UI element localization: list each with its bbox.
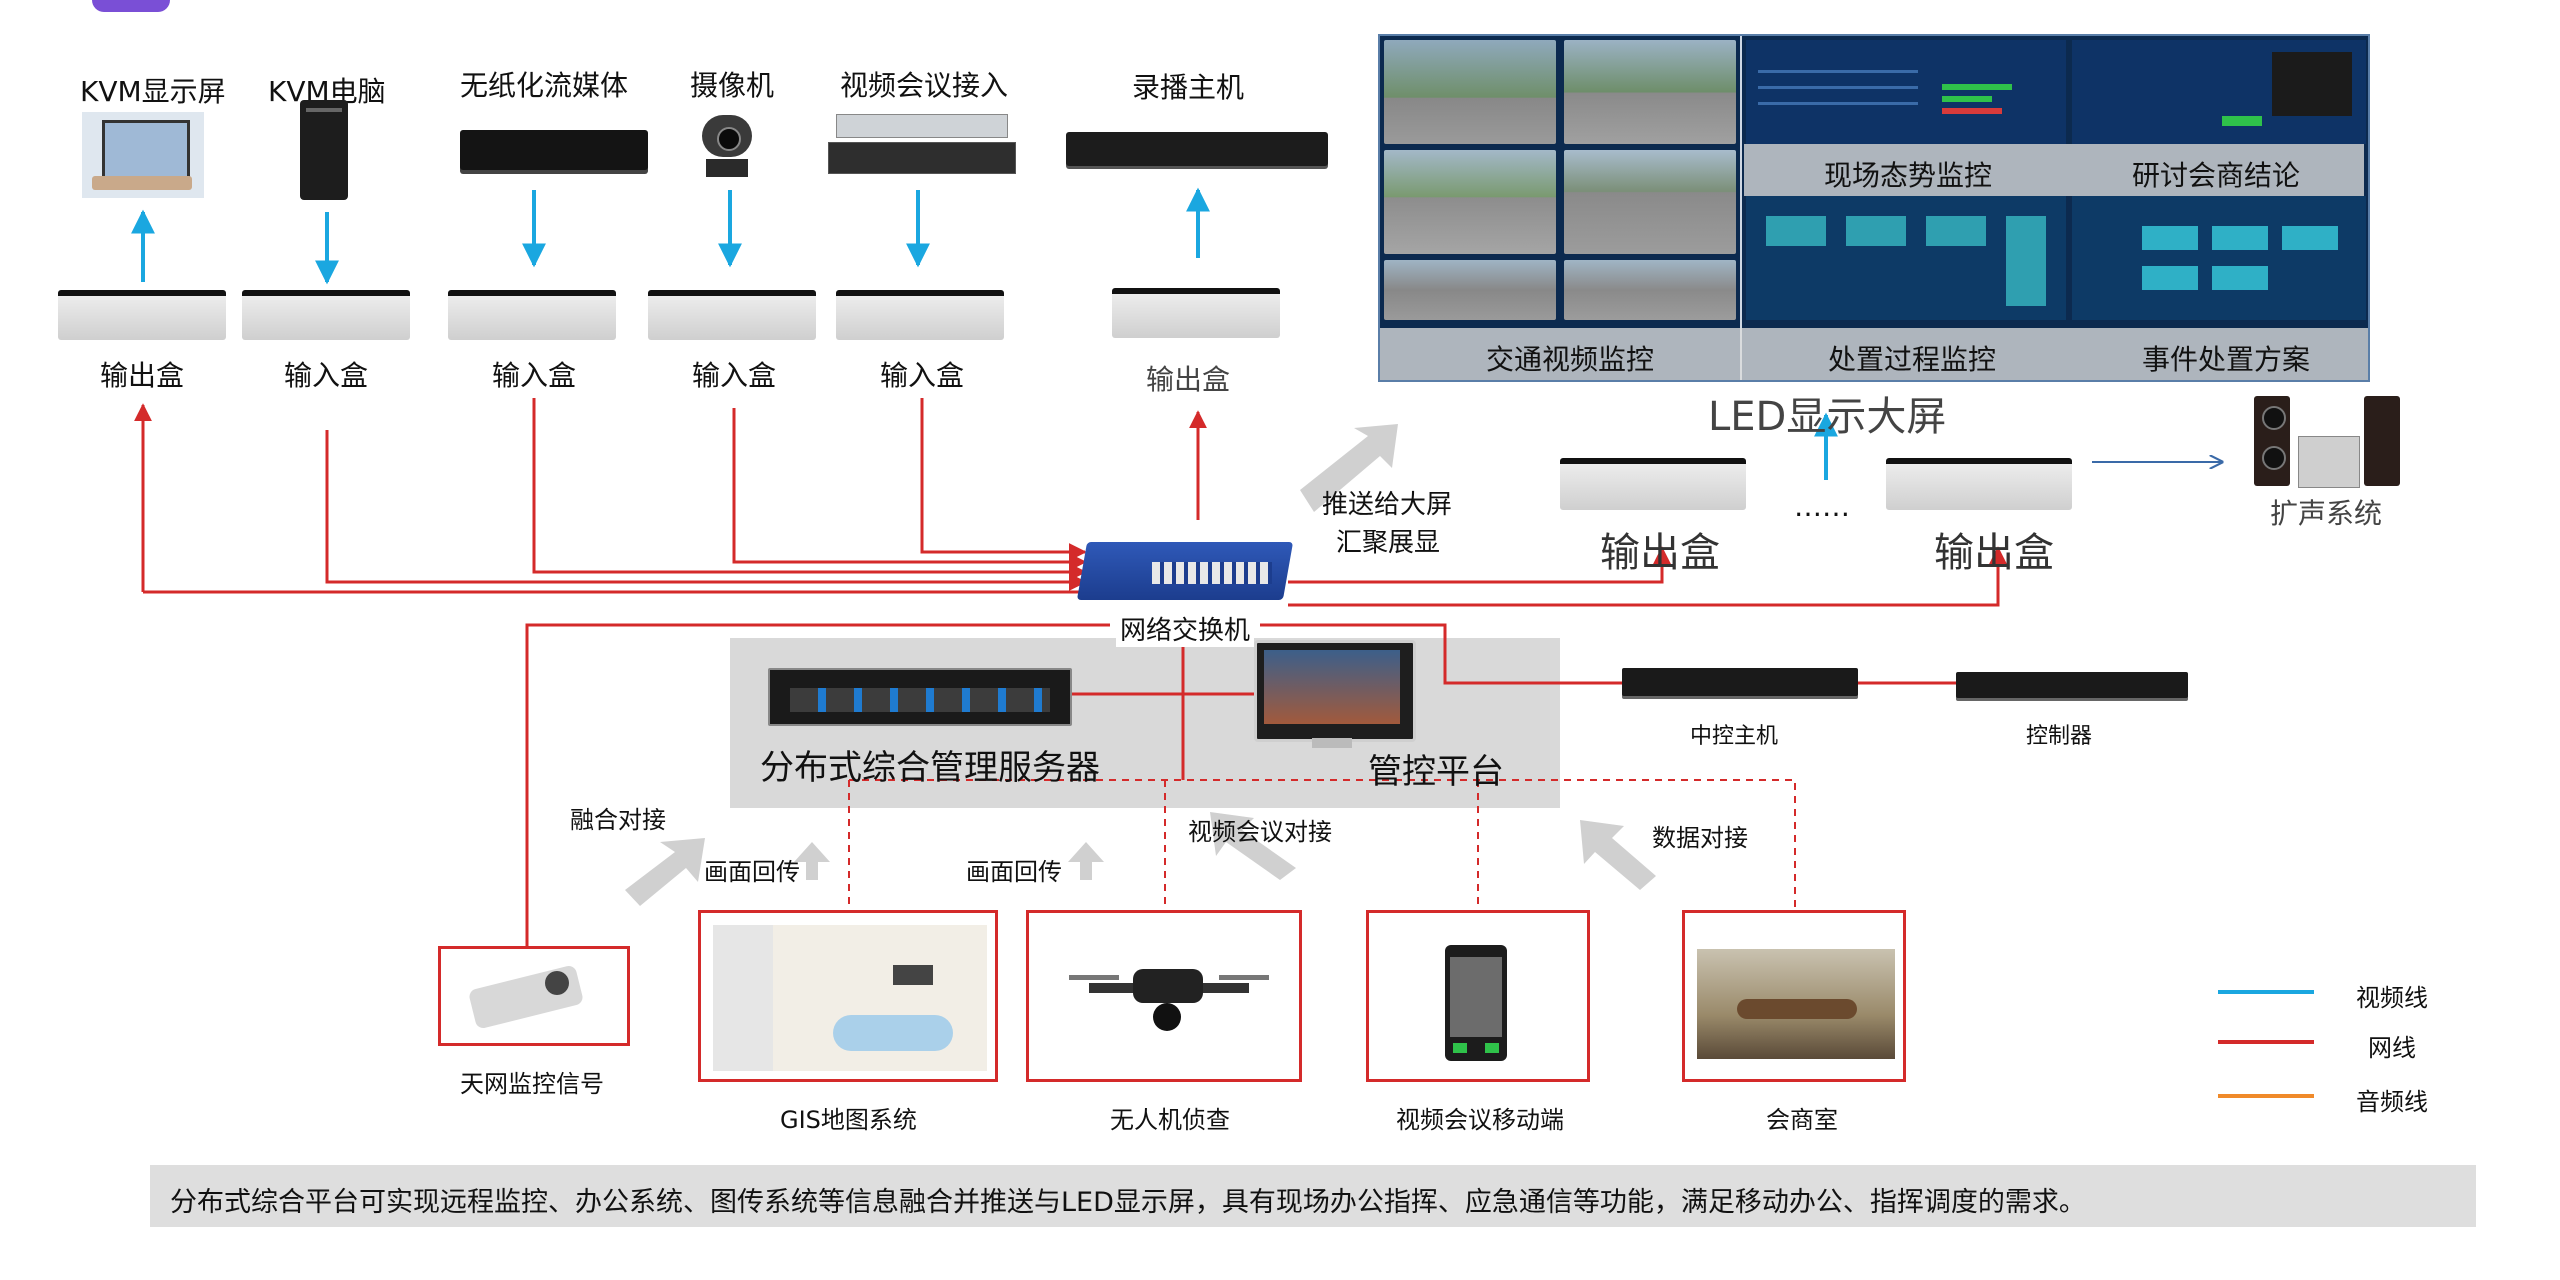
led-band-bottom: 交通视频监控 处置过程监控 事件处置方案 — [1380, 328, 2368, 380]
output-box-label-1: 输出盒 — [100, 359, 185, 392]
server-label: 分布式综合管理服务器 — [760, 748, 1100, 788]
dashboard-panel-4 — [2072, 196, 2366, 320]
input-box-label-2: 输入盒 — [492, 359, 577, 392]
input-box-device-2 — [448, 290, 616, 340]
output-box-label-led1: 输出盒 — [1600, 530, 1720, 576]
output-box-device-led1 — [1560, 458, 1746, 510]
recorder-label: 录播主机 — [1132, 71, 1245, 104]
output-box-device-rec — [1112, 288, 1280, 338]
dashboard-panel-3 — [1746, 196, 2066, 320]
camera-image — [702, 115, 752, 179]
mobile-box — [1366, 910, 1590, 1082]
traffic-cam-5 — [1384, 260, 1556, 320]
input-box-label-4: 输入盒 — [880, 359, 965, 392]
fusion-link-label: 融合对接 — [570, 806, 666, 834]
network-switch-device — [1076, 528, 1294, 602]
logo-fragment — [92, 0, 170, 12]
speaker-image — [2254, 396, 2404, 488]
paperless-label: 无纸化流媒体 — [460, 69, 629, 102]
recorder-device — [1066, 132, 1328, 166]
traffic-cam-1 — [1384, 40, 1556, 144]
meeting-room-label: 会商室 — [1766, 1106, 1838, 1134]
controller-device — [1956, 672, 2188, 698]
dashboard-panel-2 — [2072, 40, 2366, 144]
camera-label: 摄像机 — [690, 69, 775, 102]
speaker-label: 扩声系统 — [2270, 497, 2383, 530]
traffic-cam-4 — [1564, 150, 1736, 254]
footer-caption-bar: 分布式综合平台可实现远程监控、办公系统、图传系统等信息融合并推送与LED显示屏，… — [150, 1165, 2476, 1227]
return-link-label-1: 画面回传 — [704, 858, 800, 886]
legend-audio-label: 音频线 — [2356, 1088, 2428, 1116]
legend-video-label: 视频线 — [2356, 984, 2428, 1012]
input-box-device-1 — [242, 290, 410, 340]
led-display-wall: 现场态势监控 研讨会商结论 交通视频监控 处置过程监控 事件处置方案 — [1378, 34, 2370, 382]
input-box-label-3: 输入盒 — [692, 359, 777, 392]
led-wall-title: LED显示大屏 — [1708, 394, 1947, 440]
led-band-top: 现场态势监控 研讨会商结论 — [1744, 144, 2364, 196]
meeting-room-box — [1682, 910, 1906, 1082]
led-band-label-5: 事件处置方案 — [2142, 343, 2311, 376]
led-band-label-4: 处置过程监控 — [1828, 343, 1997, 376]
skynet-label: 天网监控信号 — [460, 1070, 604, 1098]
ellipsis-label: …… — [1794, 490, 1850, 523]
central-control-device — [1622, 668, 1858, 696]
mobile-label: 视频会议移动端 — [1396, 1106, 1564, 1134]
drone-box — [1026, 910, 1302, 1082]
kvm-display-image — [82, 112, 204, 198]
server-device — [768, 668, 1072, 726]
led-band-label-1: 现场态势监控 — [1824, 159, 1993, 192]
return-link-label-2: 画面回传 — [966, 858, 1062, 886]
gis-label: GIS地图系统 — [780, 1106, 917, 1134]
skynet-box — [438, 946, 630, 1046]
control-platform-label: 管控平台 — [1368, 752, 1504, 792]
input-box-device-3 — [648, 290, 816, 340]
kvm-pc-image — [300, 100, 348, 200]
video-conf-device — [828, 114, 1016, 174]
dashboard-panel-1 — [1746, 40, 2066, 144]
legend-network-line — [2218, 1040, 2314, 1044]
output-box-label-led2: 输出盒 — [1934, 530, 2054, 576]
traffic-cam-2 — [1564, 40, 1736, 144]
legend-network-label: 网线 — [2368, 1034, 2416, 1062]
legend-audio-line — [2218, 1094, 2314, 1098]
led-band-label-2: 研讨会商结论 — [2132, 159, 2301, 192]
control-platform-monitor — [1254, 640, 1416, 750]
input-box-device-4 — [836, 290, 1004, 340]
network-switch-label: 网络交换机 — [1116, 610, 1255, 647]
push-label-line2: 汇聚展显 — [1336, 528, 1441, 558]
video-conf-label: 视频会议接入 — [840, 69, 1009, 102]
drone-label: 无人机侦查 — [1110, 1106, 1230, 1134]
traffic-cam-3 — [1384, 150, 1556, 254]
data-link-label: 数据对接 — [1652, 824, 1748, 852]
video-conf-link-label: 视频会议对接 — [1188, 818, 1332, 846]
push-label-line1: 推送给大屏 — [1322, 490, 1453, 520]
input-box-label-1: 输入盒 — [284, 359, 369, 392]
output-box-device-led2 — [1886, 458, 2072, 510]
traffic-cam-6 — [1564, 260, 1736, 320]
kvm-display-label: KVM显示屏 — [80, 75, 226, 108]
gis-box — [698, 910, 998, 1082]
footer-caption: 分布式综合平台可实现远程监控、办公系统、图传系统等信息融合并推送与LED显示屏，… — [170, 1187, 2086, 1218]
legend-video-line — [2218, 990, 2314, 994]
central-control-label: 中控主机 — [1690, 724, 1779, 749]
output-box-label-rec: 输出盒 — [1146, 363, 1231, 396]
controller-label: 控制器 — [2026, 724, 2093, 749]
led-band-label-3: 交通视频监控 — [1486, 343, 1655, 376]
output-box-device-1 — [58, 290, 226, 340]
paperless-device — [460, 130, 648, 170]
